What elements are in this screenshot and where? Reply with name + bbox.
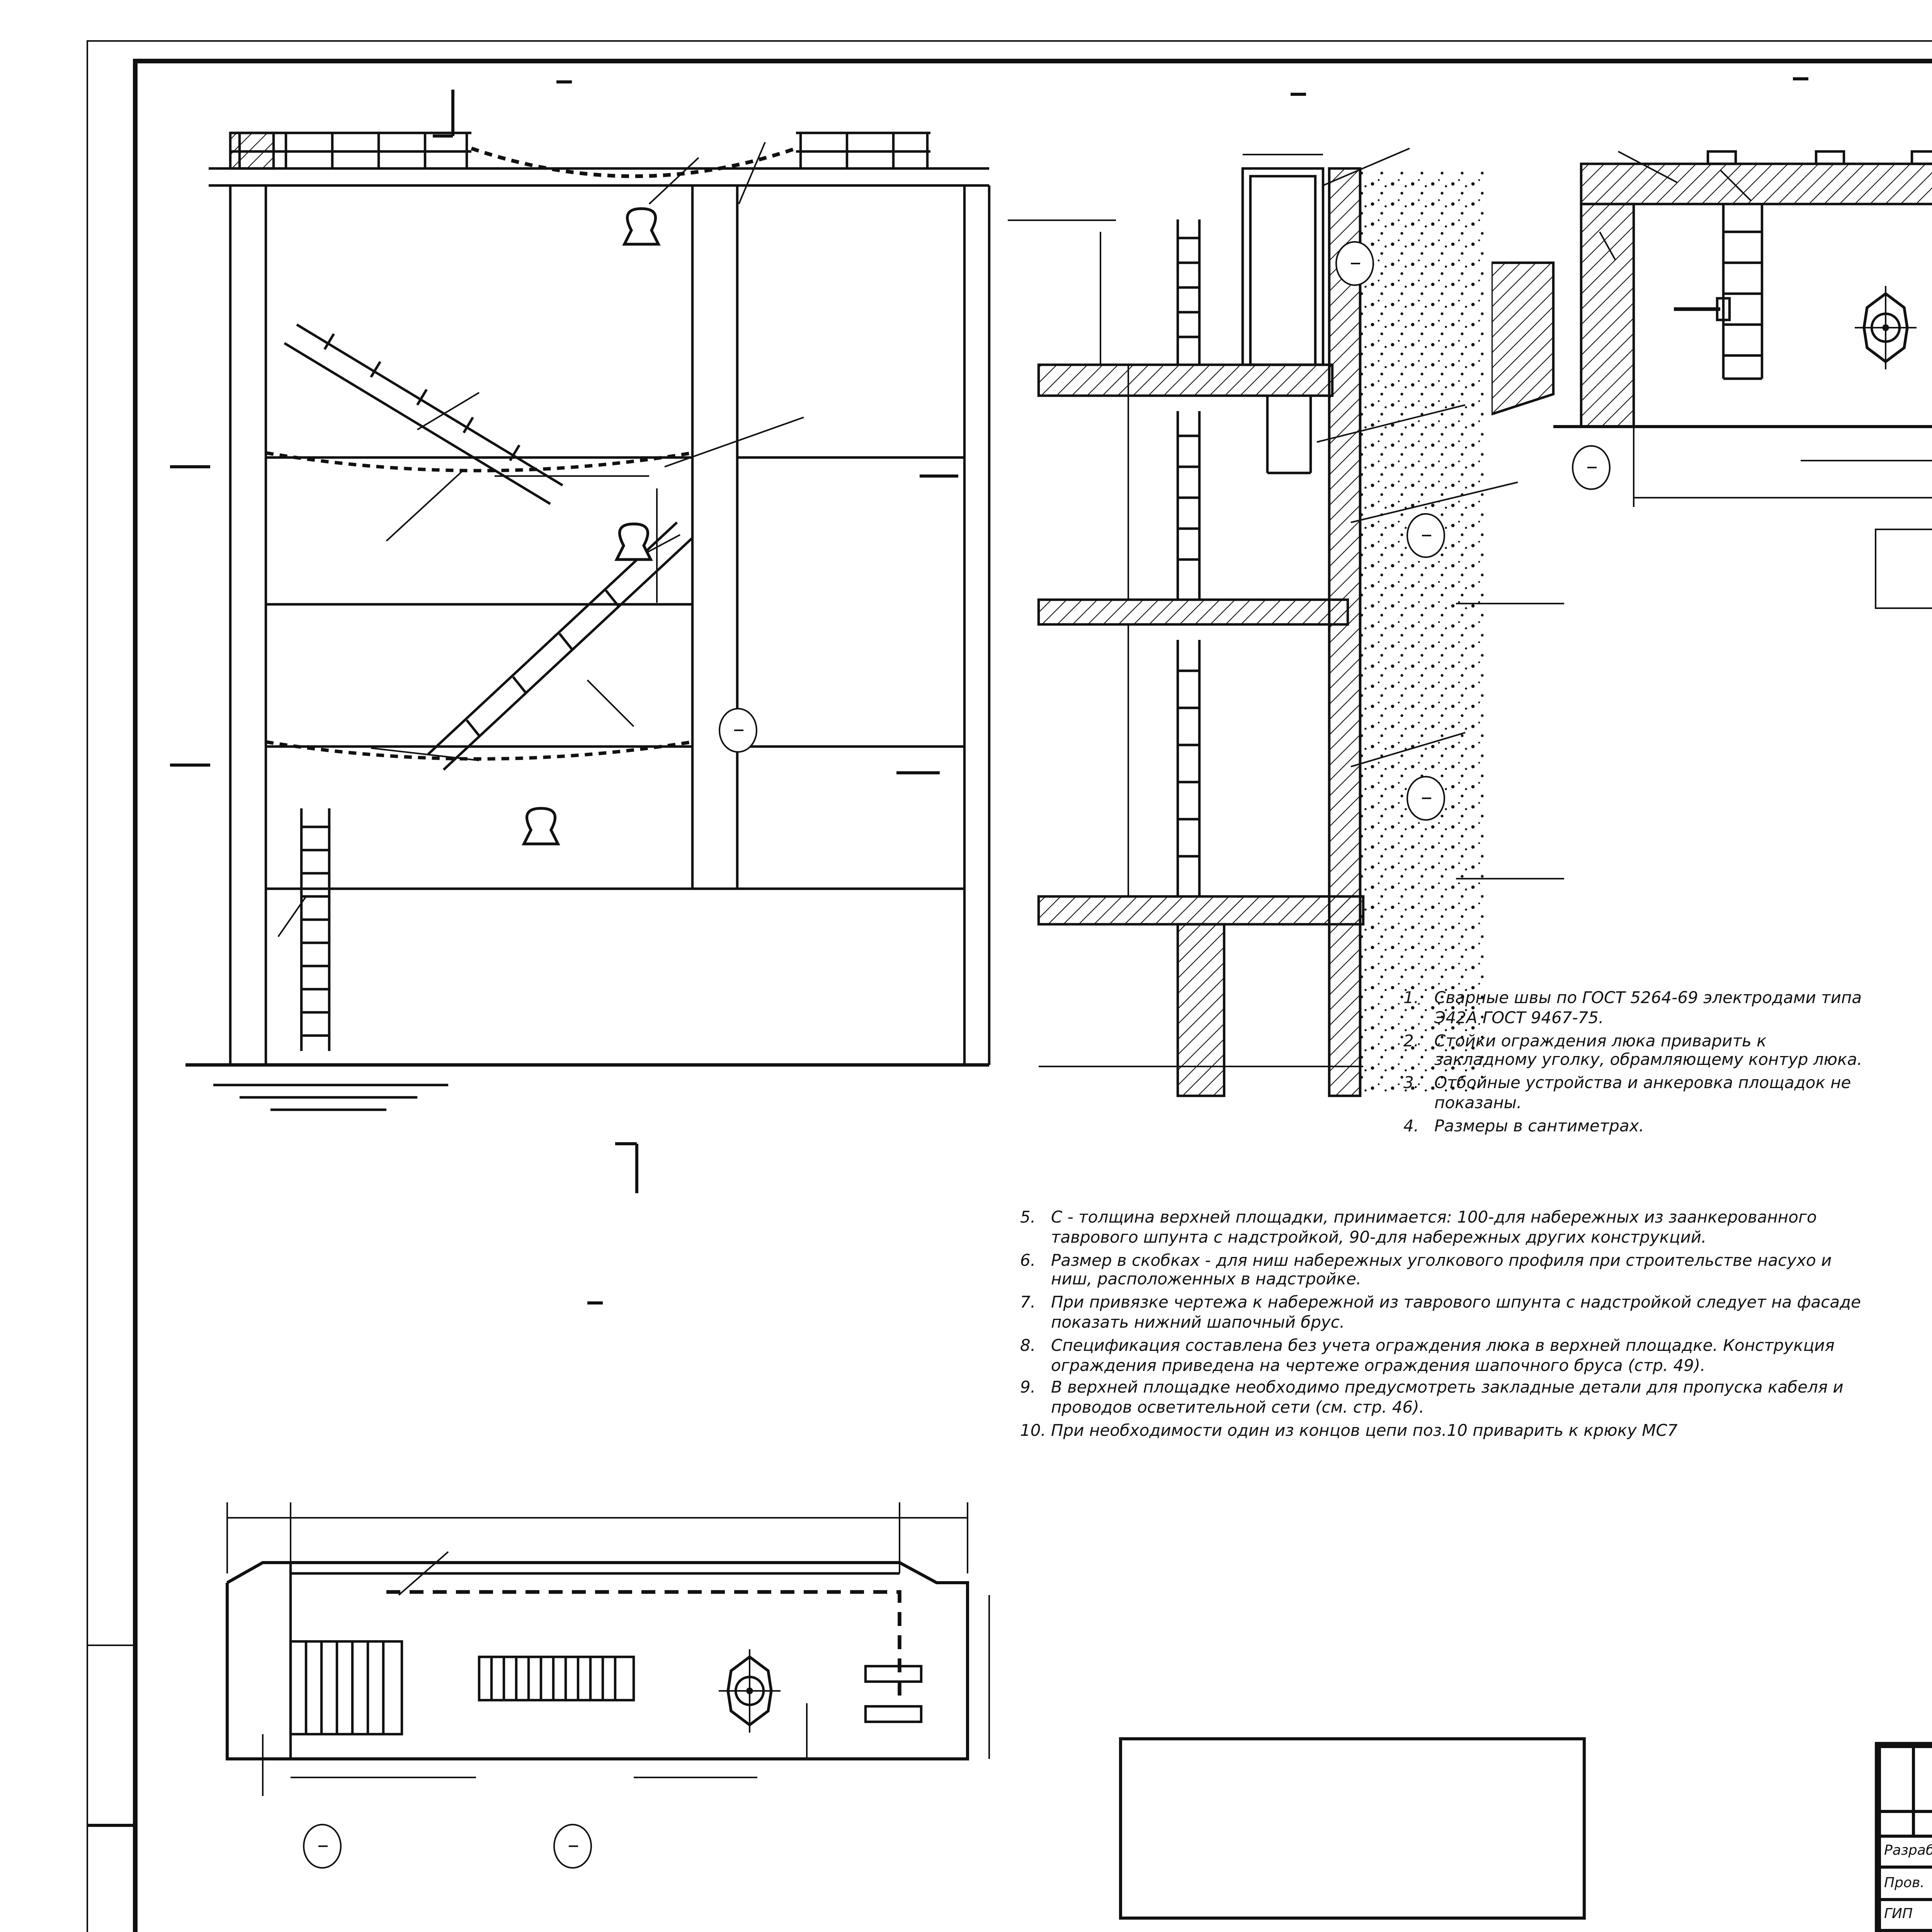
note-number: 2.: [1403, 1032, 1419, 1051]
title-block: Разраб. Найман 27.11.79 Пров. Глинка: [1875, 1742, 1932, 1932]
note-number: 4.: [1403, 1117, 1419, 1136]
aa-drawing: [1037, 148, 1518, 1097]
note-text: При привязке чертежа к набережной из тав…: [1051, 1294, 1861, 1332]
bb-title: [1677, 62, 1924, 89]
ref-letter: [1350, 263, 1359, 264]
note-text: Размер в скобках - для ниш набережных уг…: [1051, 1251, 1832, 1290]
signature-row: Пров. Глинка 10.12.79: [1879, 1867, 1932, 1900]
note-number: 9.: [1020, 1379, 1036, 1398]
note-number: 1.: [1403, 989, 1419, 1008]
label-upper-platform: [1008, 219, 1116, 221]
note-text: При необходимости один из концов цепи по…: [1051, 1422, 1678, 1440]
tb-izm: [1879, 1811, 1913, 1836]
fasad-drawing: [170, 90, 991, 1193]
note-item: 7. При привязке чертежа к набережной из …: [1020, 1294, 1867, 1333]
label-lower-platform: [1456, 878, 1564, 879]
note-text: Размеры в сантиметрах.: [1434, 1117, 1644, 1136]
tb-signatures: Разраб. Найман 27.11.79 Пров. Глинка: [1879, 1836, 1932, 1932]
ref-letter: [318, 1845, 327, 1847]
margin-cell-inventory: [87, 1824, 136, 1932]
signature-row: Разраб. Найман 27.11.79: [1879, 1836, 1932, 1868]
view-title: [1793, 77, 1808, 80]
view-aa: [946, 77, 1564, 1159]
note-item: 3. Отбойные устройства и анкеровка площа…: [1403, 1075, 1870, 1114]
inner-frame: [133, 59, 1932, 1932]
ref-circle-l2b: [553, 1824, 592, 1869]
view-bb: [1492, 62, 1932, 556]
plan-title: [464, 1286, 726, 1313]
tb-list: [1913, 1811, 1932, 1836]
note-item: 4. Размеры в сантиметрах.: [1403, 1117, 1870, 1137]
margin-cell-signature-date: [87, 1645, 136, 1827]
note-item: 8. Спецификация составлена без учета огр…: [1020, 1337, 1867, 1376]
view-plan: [201, 1286, 1020, 1932]
label-mid-platform: [1456, 603, 1564, 604]
bb-drawing: [1492, 150, 1932, 507]
note-text: В верхней площадке необходимо предусмотр…: [1051, 1379, 1844, 1418]
ref-circle-k2b: [1406, 776, 1445, 821]
spec-header-row: [1875, 529, 1932, 609]
sig-role: Пров.: [1879, 1867, 1932, 1900]
note-number: 6.: [1020, 1251, 1036, 1270]
ref-letter: [1587, 467, 1596, 468]
warning-note-box: [1119, 1737, 1586, 1920]
view-fasad: [124, 62, 997, 1236]
specification-table: [1875, 529, 1932, 609]
note-text: Спецификация составлена без учета огражд…: [1051, 1337, 1835, 1375]
outer-border: [87, 40, 1932, 1932]
ref-circle-m2: [1335, 241, 1374, 286]
note-text: Сварные швы по ГОСТ 5264-69 электродами …: [1434, 989, 1862, 1028]
ref-letter: [733, 730, 743, 731]
notes-1-4: 1. Сварные швы по ГОСТ 5264-69 электрода…: [1403, 989, 1870, 1140]
plan-drawing: [226, 1502, 990, 1796]
ref-circle-n2: [719, 708, 757, 753]
note-item: 5. С - толщина верхней площадки, принима…: [1020, 1209, 1867, 1248]
note-number: 3.: [1403, 1074, 1419, 1093]
sig-role: Н.контр.: [1879, 1930, 1932, 1932]
sig-role: Разраб.: [1879, 1836, 1932, 1868]
view-title: [1291, 93, 1306, 96]
fasad-title: [464, 65, 665, 92]
signature-row: Н.контр. Афанасьева Н. 10.12.79: [1879, 1930, 1932, 1932]
tb-empty: [1879, 1747, 1913, 1811]
col-mark: [1875, 529, 1932, 609]
notes-5-10: 5. С - толщина верхней площадки, принима…: [1020, 1209, 1867, 1445]
ref-letter: [568, 1845, 577, 1847]
ref-circle-k2a: [1406, 513, 1445, 558]
note-item: 9. В верхней площадке необходимо предусм…: [1020, 1379, 1867, 1419]
note-text: С - толщина верхней площадки, принимаетс…: [1051, 1209, 1817, 1247]
ref-letter: [1421, 798, 1430, 799]
note-text: Отбойные устройства и анкеровка площадок…: [1434, 1074, 1851, 1113]
sig-role: ГИП: [1879, 1899, 1932, 1931]
note-number: 8.: [1020, 1337, 1036, 1355]
note-item: 2. Стойки ограждения люка приварить к за…: [1403, 1032, 1870, 1071]
note-number: 5.: [1020, 1209, 1036, 1227]
signature-row: ГИП Афанасьева Н. 14.12.79: [1879, 1899, 1932, 1931]
note-number: 10.: [1020, 1422, 1046, 1440]
note-text: Стойки ограждения люка приварить к закла…: [1434, 1032, 1862, 1070]
note-item: 10. При необходимости один из концов цеп…: [1020, 1422, 1867, 1442]
note-item: 6. Размер в скобках - для ниш набережных…: [1020, 1251, 1867, 1291]
view-title: [556, 80, 572, 83]
note-number: 7.: [1020, 1294, 1036, 1313]
aa-title: [1206, 77, 1391, 105]
ref-circle-l2a: [303, 1824, 342, 1869]
ref-circle-e2-bb: [1572, 445, 1611, 490]
ref-letter: [1421, 535, 1430, 536]
note-item: 1. Сварные швы по ГОСТ 5264-69 электрода…: [1403, 989, 1870, 1029]
view-title: [587, 1301, 603, 1304]
tb-empty: [1913, 1747, 1932, 1811]
